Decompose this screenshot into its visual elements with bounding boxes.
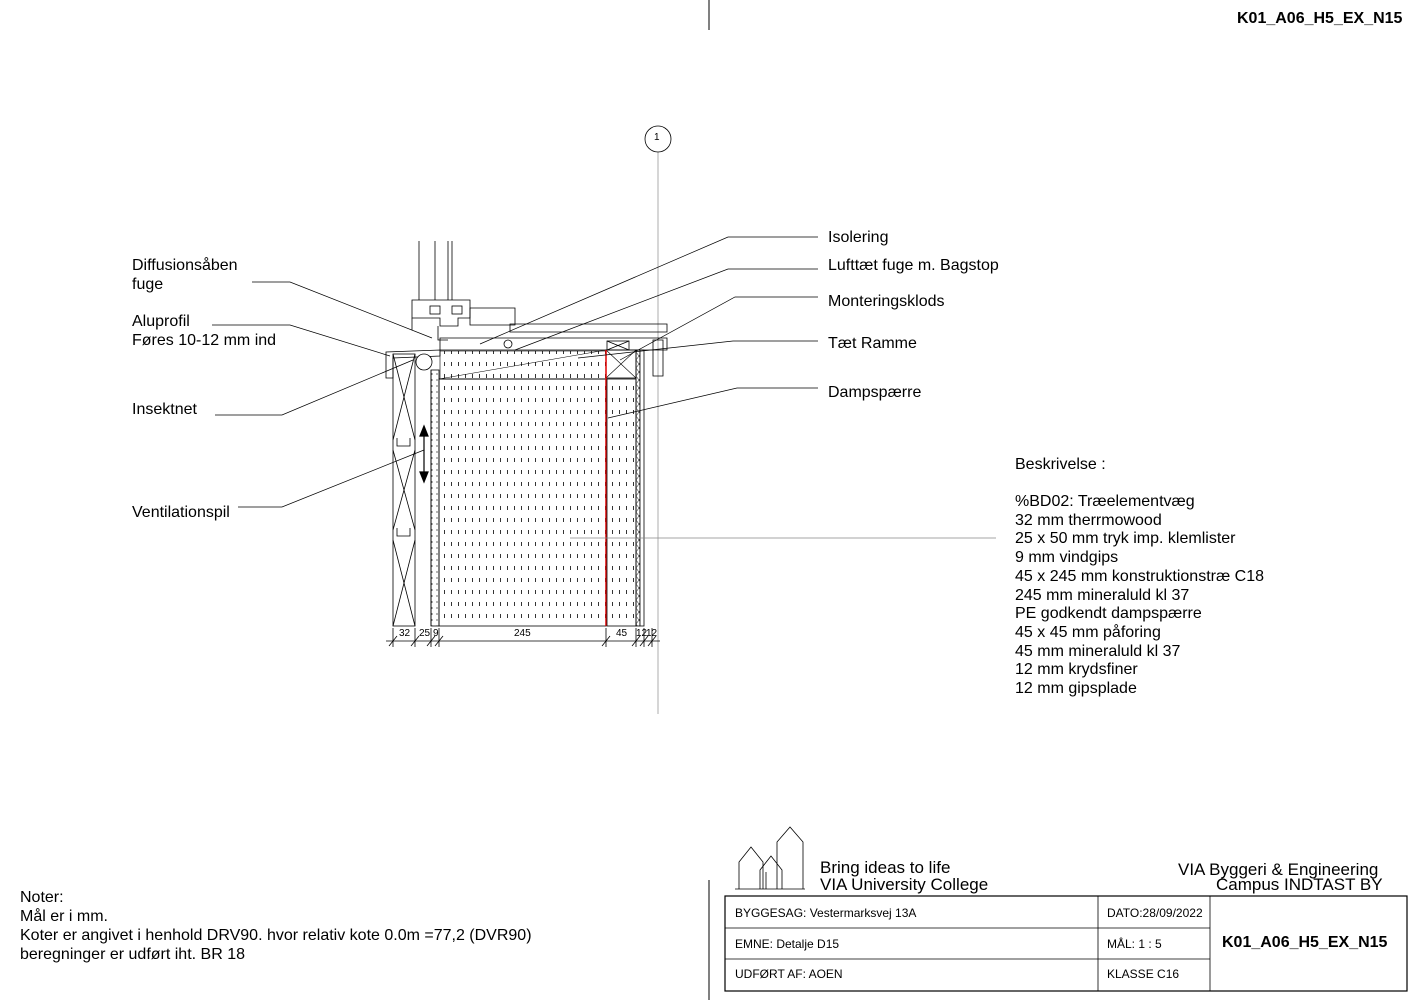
label-ventilationspil: Ventilationspil [132,504,230,521]
description-line: 45 mm mineraluld kl 37 [1015,642,1181,660]
brand-campus: Campus INDTAST BY [1216,875,1383,894]
dim-12a: 12 [636,628,648,639]
label-aluprofil-1: Aluprofil [132,313,190,330]
window-frame [411,241,516,341]
plywood [635,349,641,627]
dim-25: 25 [419,628,431,639]
window-sill [439,323,668,377]
inner-insulation [606,378,637,627]
sheet-code: K01_A06_H5_EX_N15 [1237,10,1403,27]
dim-32: 32 [399,628,411,639]
tb-dato: DATO:28/09/2022 [1107,906,1203,920]
tb-udfoert: UDFØRT AF: AOEN [735,967,843,981]
description-line: 12 mm gipsplade [1015,680,1137,698]
description-line: 9 mm vindgips [1015,549,1119,567]
tb-code: K01_A06_H5_EX_N15 [1222,934,1388,951]
description-line: 45 x 45 mm påforing [1015,623,1161,641]
label-lufttaet: Lufttæt fuge m. Bagstop [828,257,999,274]
brand-tagline: Bring ideas to life [820,858,951,877]
dim-12b: 12 [646,628,658,639]
tb-maal: MÅL: 1 : 5 [1107,937,1162,951]
label-dampspaerre: Dampspærre [828,384,922,401]
tb-byggesag: BYGGESAG: Vestermarksvej 13A [735,906,917,920]
via-logo [735,826,805,890]
leader-lines [212,236,818,508]
label-isolering: Isolering [828,229,889,246]
notes: Noter: Mål er i mm. Koter er angivet i h… [20,888,532,964]
dim-45: 45 [616,628,628,639]
gypsum-board [639,349,645,627]
notes-line: Koter er angivet i henhold DRV90. hvor r… [20,927,532,944]
label-taet-ramme: Tæt Ramme [828,335,917,352]
grid-marker-label: 1 [654,132,660,143]
main-insulation [438,378,607,627]
label-montering: Monteringsklods [828,293,945,310]
description-list: %BD02: Træelementvæg 32 mm therrmowood 2… [1015,493,1264,699]
joint-backer [415,353,433,371]
notes-line: Mål er i mm. [20,908,108,925]
title-block-frame [724,895,1408,992]
tb-emne: EMNE: Detalje D15 [735,937,840,951]
description-heading: Beskrivelse : [1015,456,1106,473]
label-aluprofil-2: Føres 10-12 mm ind [132,332,277,349]
cladding [392,353,416,627]
description-line: 25 x 50 mm tryk imp. klemlister [1015,530,1236,548]
dim-9: 9 [433,628,439,639]
description-line: 12 mm krydsfiner [1015,661,1138,679]
description-line: 245 mm mineraluld kl 37 [1015,586,1190,604]
description-line: %BD02: Træelementvæg [1015,493,1195,510]
tb-klasse: KLASSE C16 [1107,967,1180,981]
description-line: PE godkendt dampspærre [1015,605,1202,623]
brand-school: VIA University College [820,875,989,894]
wind-gypsum [430,369,440,627]
label-diffusion-2: fuge [132,276,164,293]
notes-heading: Noter: [20,889,64,906]
grid-marker-circle [644,125,672,153]
description-line: 32 mm therrmowood [1015,511,1162,529]
description-line: 45 x 245 mm konstruktionstræ C18 [1015,567,1264,585]
label-insektnet: Insektnet [132,401,197,418]
label-diffusion-1: Diffusionsåben [132,257,238,274]
brand-dept: VIA Byggeri & Engineering [1178,860,1379,879]
dim-245: 245 [514,628,531,639]
notes-line: beregninger er udført iht. BR 18 [20,946,246,963]
dimension-line [386,628,660,647]
ventilation-arrow [419,424,429,484]
